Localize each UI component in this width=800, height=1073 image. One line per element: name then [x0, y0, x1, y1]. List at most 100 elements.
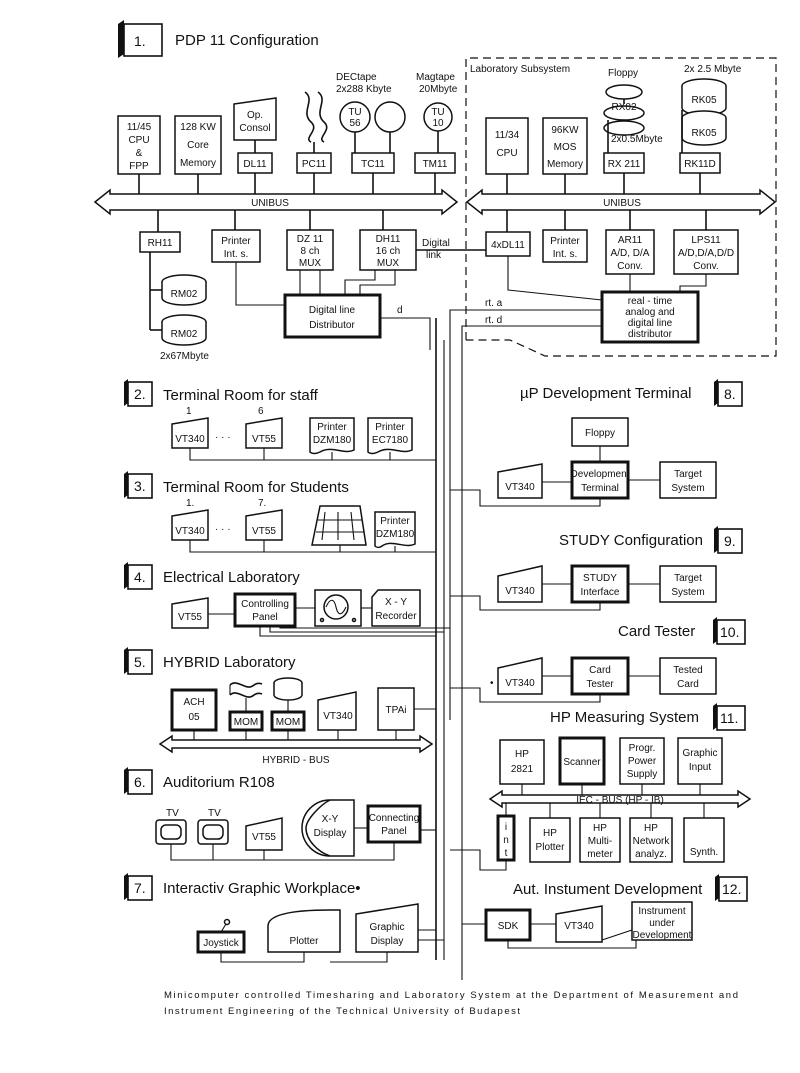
s8-target-l2: System	[671, 483, 704, 494]
magtape: Magtape 20Mbyte TU 10 TM11	[414, 72, 458, 194]
rm02-label-1: RM02	[171, 289, 198, 300]
dz11-l3: MUX	[299, 258, 322, 269]
section-1-title: PDP 11 Configuration	[175, 32, 319, 49]
sdk-label: SDK	[498, 921, 519, 932]
pps-l3: Supply	[627, 769, 658, 780]
section-6-title: Auditorium R108	[163, 774, 275, 791]
elab-panel-l2: Panel	[252, 612, 278, 623]
rtd-l2: analog and	[625, 307, 675, 318]
section-9-label: STUDY Configuration 9.	[559, 526, 743, 554]
ar11-l2: A/D, D/A	[611, 248, 650, 259]
mom-label-1: MOM	[234, 717, 258, 728]
elab-panel-l1: Controlling	[241, 599, 289, 610]
student-printer-l2: DZM180	[376, 529, 415, 540]
rx02-capacity: 2x0.5Mbyte	[611, 134, 663, 145]
na-l1: HP	[644, 823, 658, 834]
dld-l1: Digital line	[309, 305, 356, 316]
unibus-left: UNIBUS	[93, 188, 459, 216]
s9-study-l1: STUDY	[583, 573, 617, 584]
int-l3: t	[505, 848, 508, 859]
scanner-label: Scanner	[563, 757, 601, 768]
section-11-label: HP Measuring System 11.	[550, 703, 746, 731]
student-terminal-first-index: 1.	[186, 498, 194, 509]
rk-capacity: 2x 2.5 Mbyte	[684, 64, 742, 75]
elab-xy-l2: Recorder	[375, 611, 417, 622]
up-dev-terminal: Floppy Development Terminal VT340 Target…	[450, 417, 717, 507]
oscilloscope-icon	[314, 589, 362, 627]
section-9-title: STUDY Configuration	[559, 532, 703, 549]
dl11-x4: 4xDL11	[485, 210, 531, 257]
section-12-number: 12.	[722, 881, 741, 897]
s10-card-l2: Tester	[586, 679, 614, 690]
section-12-title: Aut. Instument Development	[513, 881, 703, 898]
mos-l3: Memory	[547, 159, 583, 170]
section-8-label: µP Development Terminal 8.	[520, 379, 743, 407]
hp2821-l1: HP	[515, 749, 529, 760]
rtd-l3: digital line	[628, 318, 673, 329]
cpu1-l3: &	[136, 148, 143, 159]
s9-target-l1: Target	[674, 573, 702, 584]
graphic-terminal-icon	[311, 505, 367, 546]
dld-l2: Distributor	[309, 320, 355, 331]
cpu1-l4: FPP	[129, 161, 149, 172]
s9-target-l2: System	[671, 587, 704, 598]
staff-dots: · · ·	[215, 432, 231, 443]
printer2-l2: Int. s.	[553, 249, 577, 260]
opconsol-l1: Op.	[247, 110, 263, 121]
s10-tested-l2: Card	[677, 679, 699, 690]
rx02-label: RX02	[611, 102, 636, 113]
instrument-development: SDK VT340 Instrument under Development	[462, 901, 693, 949]
paper-tape: PC11	[296, 91, 332, 194]
card-tester-section: • VT340 Card Tester Tested Card	[450, 656, 717, 703]
d-label: d	[397, 305, 403, 316]
int-l2: n	[503, 835, 509, 846]
unibus-right-label: UNIBUS	[603, 198, 641, 209]
rk05-disks: 2x 2.5 Mbyte RK05 RK05 RK11D	[679, 64, 742, 194]
na-l3: analyz.	[635, 849, 667, 860]
staff-printer2-l2: EC7180	[372, 435, 409, 446]
section-5-label: 5. HYBRID Laboratory	[124, 647, 296, 675]
student-printer-l1: Printer	[380, 516, 410, 527]
inst-l1: Instrument	[638, 906, 685, 917]
section-1-number: 1.	[134, 33, 146, 49]
rk11d-label: RK11D	[684, 159, 716, 170]
aud-xy-l1: X-Y	[322, 814, 339, 825]
digital-link-l2: link	[426, 250, 442, 261]
core-l1: 128 KW	[180, 122, 216, 133]
tpai-label: TPAi	[386, 705, 407, 716]
printer1-l2: Int. s.	[224, 249, 248, 260]
s10-vt340-label: VT340	[505, 678, 535, 689]
printer-interface-2: Printer Int. s.	[542, 210, 588, 263]
lps11-converter: LPS11 A/D,D/A,D/D Conv.	[673, 210, 739, 275]
electrical-laboratory: VT55 Controlling Panel X - Y Recorder	[171, 589, 450, 637]
tu10-l2: 10	[432, 118, 444, 129]
section-8-title: µP Development Terminal	[520, 385, 692, 402]
mm-l3: meter	[587, 849, 613, 860]
dh11-l3: MUX	[377, 258, 400, 269]
opconsol-l2: Consol	[239, 123, 270, 134]
hpplot-l1: HP	[543, 828, 557, 839]
s9-vt340-label: VT340	[505, 586, 535, 597]
cpu2-l1: 11/34	[495, 130, 520, 141]
cpu-11-34: 11/34 CPU	[485, 117, 529, 194]
section-7-number: 7.	[134, 880, 146, 896]
unibus-right: UNIBUS	[465, 188, 777, 216]
staff-vt55-label: VT55	[252, 434, 276, 445]
int-l1: i	[505, 822, 507, 833]
lps11-l2: A/D,D/A,D/D	[678, 248, 734, 259]
cpu1-l1: 11/45	[127, 122, 152, 133]
staff-terminal-last-index: 6	[258, 406, 264, 417]
s8-vt340-label: VT340	[505, 482, 535, 493]
staff-terminal-room: 1 6 VT340 · · · VT55 Printer DZM180 Prin…	[171, 406, 436, 461]
ar11-converter: AR11 A/D, D/A Conv.	[605, 210, 655, 275]
lps11-l3: Conv.	[693, 261, 718, 272]
section-5-number: 5.	[134, 654, 146, 670]
rk05-label-2: RK05	[691, 128, 716, 139]
hpplot-l2: Plotter	[536, 842, 566, 853]
staff-printer1-l2: DZM180	[313, 435, 352, 446]
inst-l3: Development	[633, 930, 692, 941]
section-10-label: Card Tester 10.	[618, 617, 746, 645]
gi-l2: Input	[689, 762, 711, 773]
rm02-label-2: RM02	[171, 329, 198, 340]
